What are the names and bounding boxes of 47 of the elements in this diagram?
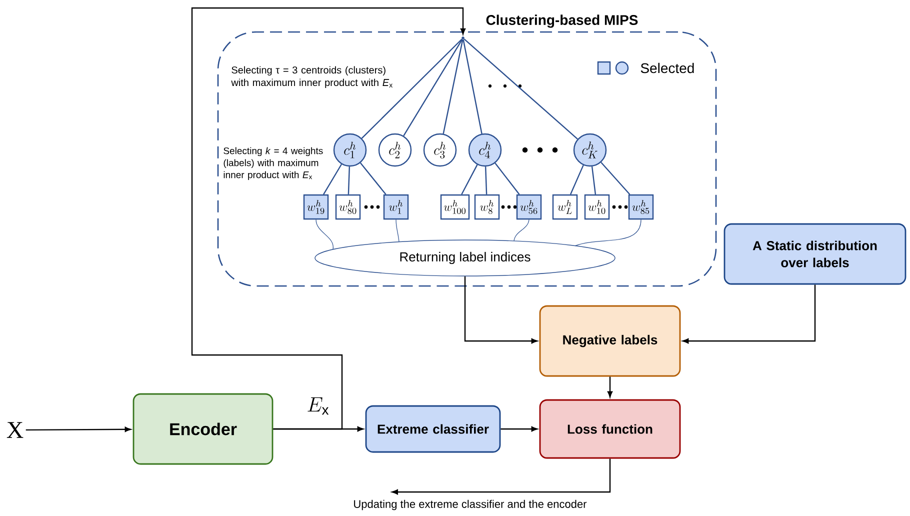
arrow [26, 426, 131, 432]
process-box: Loss function [539, 399, 681, 459]
arrow [682, 284, 816, 344]
connector-line [316, 219, 334, 250]
arrow [607, 376, 613, 398]
arrow [464, 276, 538, 344]
edge-label: Updating the extreme classifier and the encoder [352, 498, 588, 512]
weight-square: $w_{L}^{h}$ [552, 194, 578, 220]
connector-line [361, 38, 462, 139]
connector-line [574, 219, 642, 246]
connector-line [570, 164, 584, 195]
connector-line [464, 38, 578, 140]
process-box: Extreme classifier [365, 405, 501, 453]
connector-line [600, 162, 630, 195]
weight-square: $w_{56}^{h}$ [516, 194, 542, 220]
input-symbol: X [6, 422, 24, 438]
group-title: Clustering-based MIPS [486, 14, 638, 28]
connector-line [348, 166, 350, 194]
connector-line [514, 219, 530, 242]
connector-line [403, 39, 463, 136]
weight-square: $w_{85}^{h}$ [628, 194, 654, 220]
connector-line [360, 162, 386, 195]
connector-line [442, 39, 464, 134]
branch-point [462, 36, 464, 40]
legend-text: Selected [640, 62, 694, 74]
annotation-text: Selecting k = 4 weights (labels) with maximum inner product with E$_{x}$ [224, 147, 323, 180]
connector-line [396, 219, 400, 242]
arrow [392, 458, 611, 495]
annotation-text: Selecting τ = 3 centroids (clusters) with maximum inner product with E$_{x}$ [231, 66, 393, 88]
process-box: Encoder [132, 393, 274, 465]
arrow [500, 426, 538, 432]
connector-line [323, 164, 342, 195]
weight-square: $w_{80}^{h}$ [335, 194, 361, 220]
arrow [191, 7, 466, 430]
connector-line [461, 164, 478, 195]
weight-square: $w_{19}^{h}$ [303, 194, 329, 220]
connector-line [484, 166, 488, 194]
weight-square: $w_{10}^{h}$ [584, 194, 610, 220]
weight-square: $w_{8}^{h}$ [474, 194, 500, 220]
connector-line [494, 162, 520, 195]
weight-square: $w_{1}^{h}$ [383, 194, 409, 220]
connector-line [462, 39, 482, 134]
edge-label: $E_{\mathrm{x}}$ [308, 397, 329, 415]
connector-line [591, 166, 596, 194]
process-box: A Static distribution over labels [724, 223, 906, 285]
process-box: Negative labels [539, 305, 681, 377]
weight-square: $w_{100}^{h}$ [440, 194, 470, 220]
